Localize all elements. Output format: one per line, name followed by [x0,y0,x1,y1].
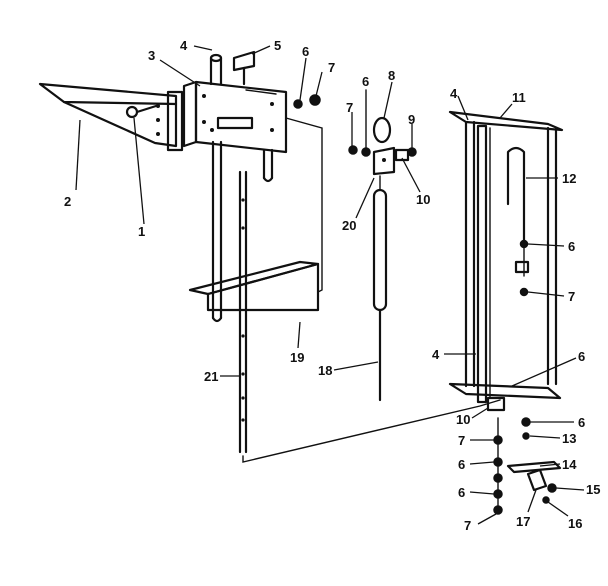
callout-4b: 4 [450,86,458,101]
leader-lines [75,45,585,525]
wall-bracket-left [38,82,184,152]
bottom-hardware [486,396,562,515]
lock-knob [232,50,256,86]
callout-6c: 6 [568,239,575,254]
callout-6e: 6 [578,415,585,430]
assembly-lines [242,117,501,463]
lift-rod-left [238,170,248,454]
callout-13: 13 [562,431,576,446]
callout-7c: 7 [568,289,575,304]
callout-16: 16 [568,516,582,531]
callout-6g: 6 [458,485,465,500]
callout-17: 17 [516,514,530,529]
callout-11: 11 [512,90,526,105]
callout-10b: 10 [456,412,470,427]
callout-6b: 6 [362,74,369,89]
callout-14: 14 [562,457,577,472]
callout-4c: 4 [432,347,440,362]
nut-upper [309,94,321,106]
right-frame [448,110,564,404]
callout-21: 21 [204,369,218,384]
callout-15: 15 [586,482,600,497]
callout-2: 2 [64,194,71,209]
callout-12: 12 [562,171,576,186]
callout-1: 1 [138,224,145,239]
callout-19: 19 [290,350,304,365]
callout-5: 5 [274,38,281,53]
callout-6a: 6 [302,44,309,59]
callout-labels: 1 2 3 4 5 6 7 6 7 8 9 10 20 4 11 12 6 7 … [64,38,600,533]
callout-4a: 4 [180,38,188,53]
callout-18: 18 [318,363,332,378]
upper-mounting-plate [182,80,288,154]
callout-7d: 7 [458,433,465,448]
callout-9: 9 [408,112,415,127]
spring-hook [506,146,530,297]
callout-7e: 7 [464,518,471,533]
callout-3: 3 [148,48,155,63]
callout-7a: 7 [328,60,335,75]
callout-6d: 6 [578,349,585,364]
washer-upper [293,99,303,109]
callout-6f: 6 [458,457,465,472]
callout-10a: 10 [416,192,430,207]
tension-assembly [348,89,417,402]
upper-post [209,53,223,323]
callout-8: 8 [388,68,395,83]
shelf-bracket [188,260,320,312]
mounting-bolt [125,104,158,119]
callout-20: 20 [342,218,356,233]
plate-stop [262,148,274,183]
callout-7b: 7 [346,100,353,115]
